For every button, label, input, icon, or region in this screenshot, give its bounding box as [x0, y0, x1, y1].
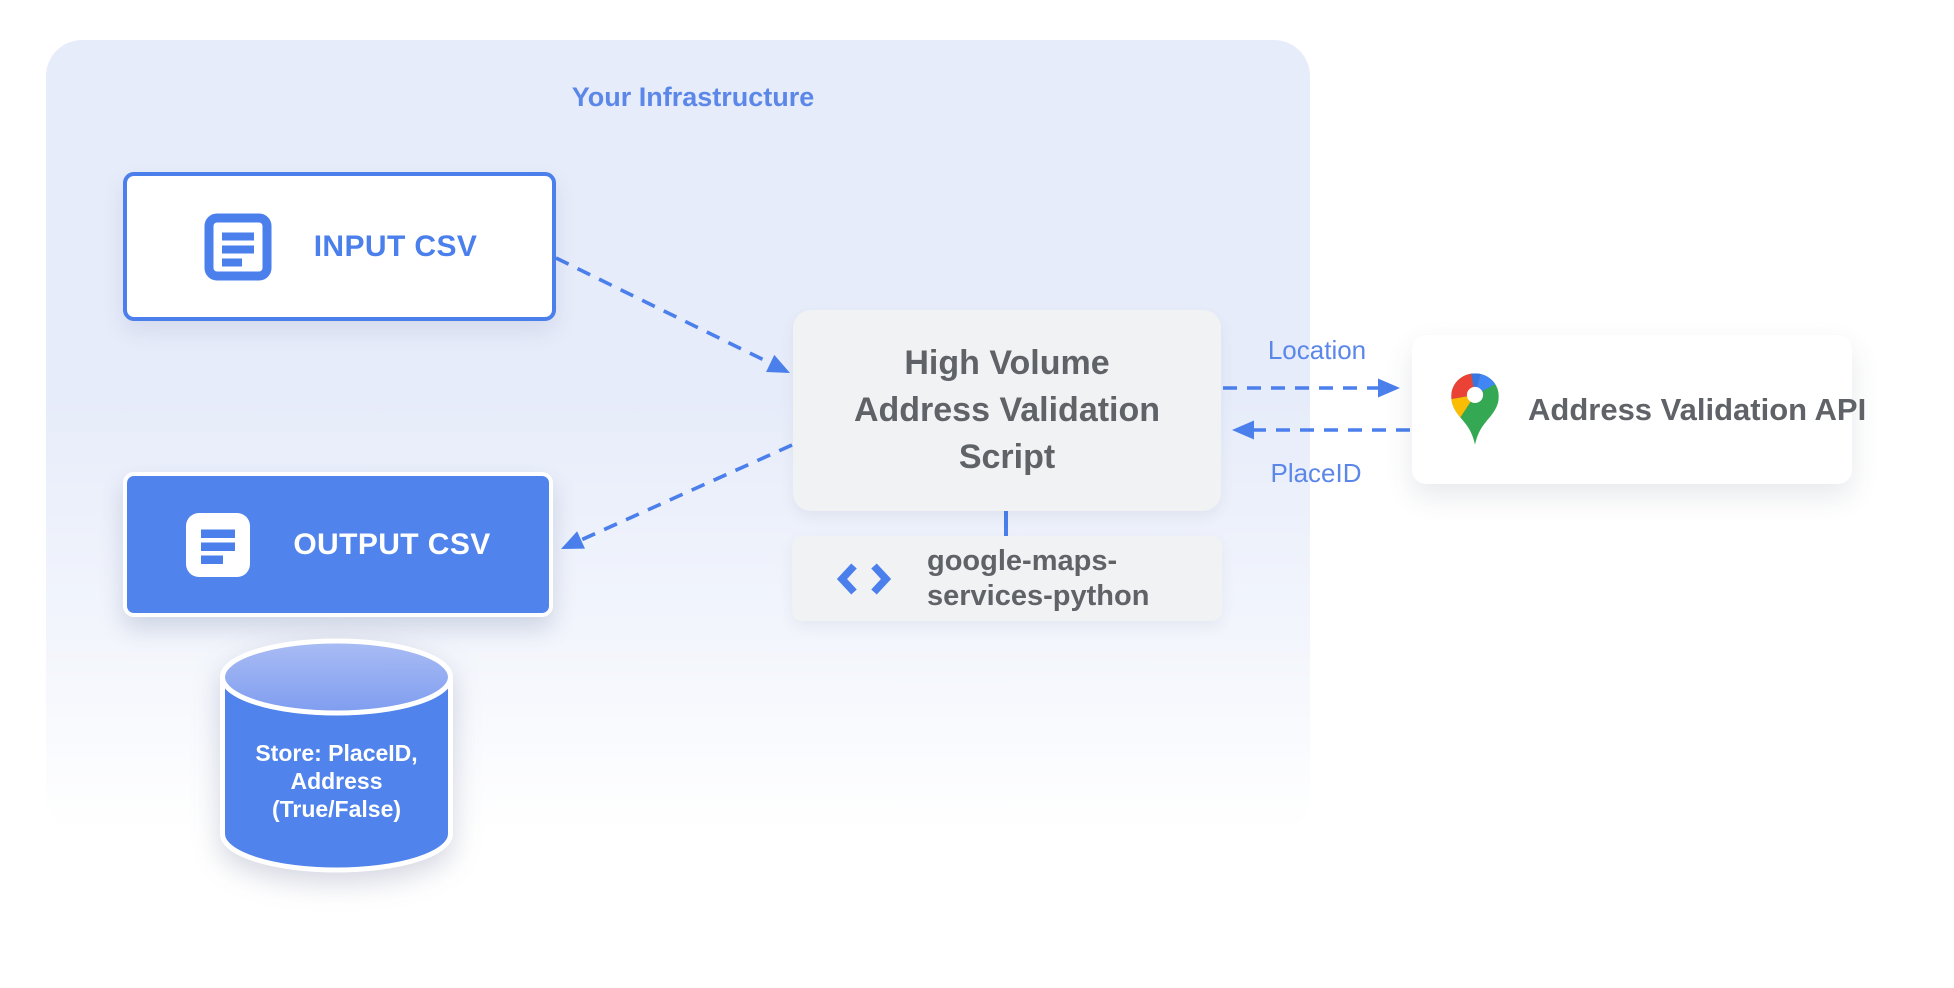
input-csv-label: INPUT CSV: [313, 229, 478, 263]
node-library: google-maps- services-python: [792, 536, 1222, 621]
datastore-label-line: (True/False): [271, 796, 402, 822]
database-cylinder-icon: [220, 638, 453, 873]
script-label-line: Address Validation: [853, 391, 1161, 429]
node-output-csv: OUTPUT CSV: [123, 472, 553, 617]
library-label-line: services-python: [927, 579, 1150, 612]
script-label-line: Script: [958, 438, 1056, 476]
library-label: google-maps- services-python: [927, 544, 1149, 614]
datastore-label-line: Address: [290, 768, 383, 794]
edge-label-location: Location: [1267, 335, 1367, 365]
output-csv-label: OUTPUT CSV: [293, 527, 491, 561]
edge-label-placeid: PlaceID: [1270, 458, 1362, 488]
document-icon: [202, 211, 274, 283]
node-api: Address Validation API: [1412, 335, 1866, 484]
node-input-csv: INPUT CSV: [123, 172, 556, 321]
node-script: High Volume Address Validation Script: [793, 310, 1221, 511]
arrowhead-location: [1378, 378, 1400, 398]
document-icon: [185, 512, 251, 578]
google-maps-pin-icon: [1448, 372, 1502, 447]
infrastructure-title: Your Infrastructure: [571, 82, 815, 112]
api-label: Address Validation API: [1528, 391, 1867, 427]
datastore-label: Store: PlaceID, Address (True/False): [218, 739, 455, 823]
node-datastore: Store: PlaceID, Address (True/False): [218, 638, 455, 874]
datastore-label-line: Store: PlaceID,: [255, 740, 418, 766]
library-label-line: google-maps-: [927, 544, 1118, 577]
script-label-line: High Volume: [904, 344, 1110, 382]
code-icon: [837, 562, 891, 596]
